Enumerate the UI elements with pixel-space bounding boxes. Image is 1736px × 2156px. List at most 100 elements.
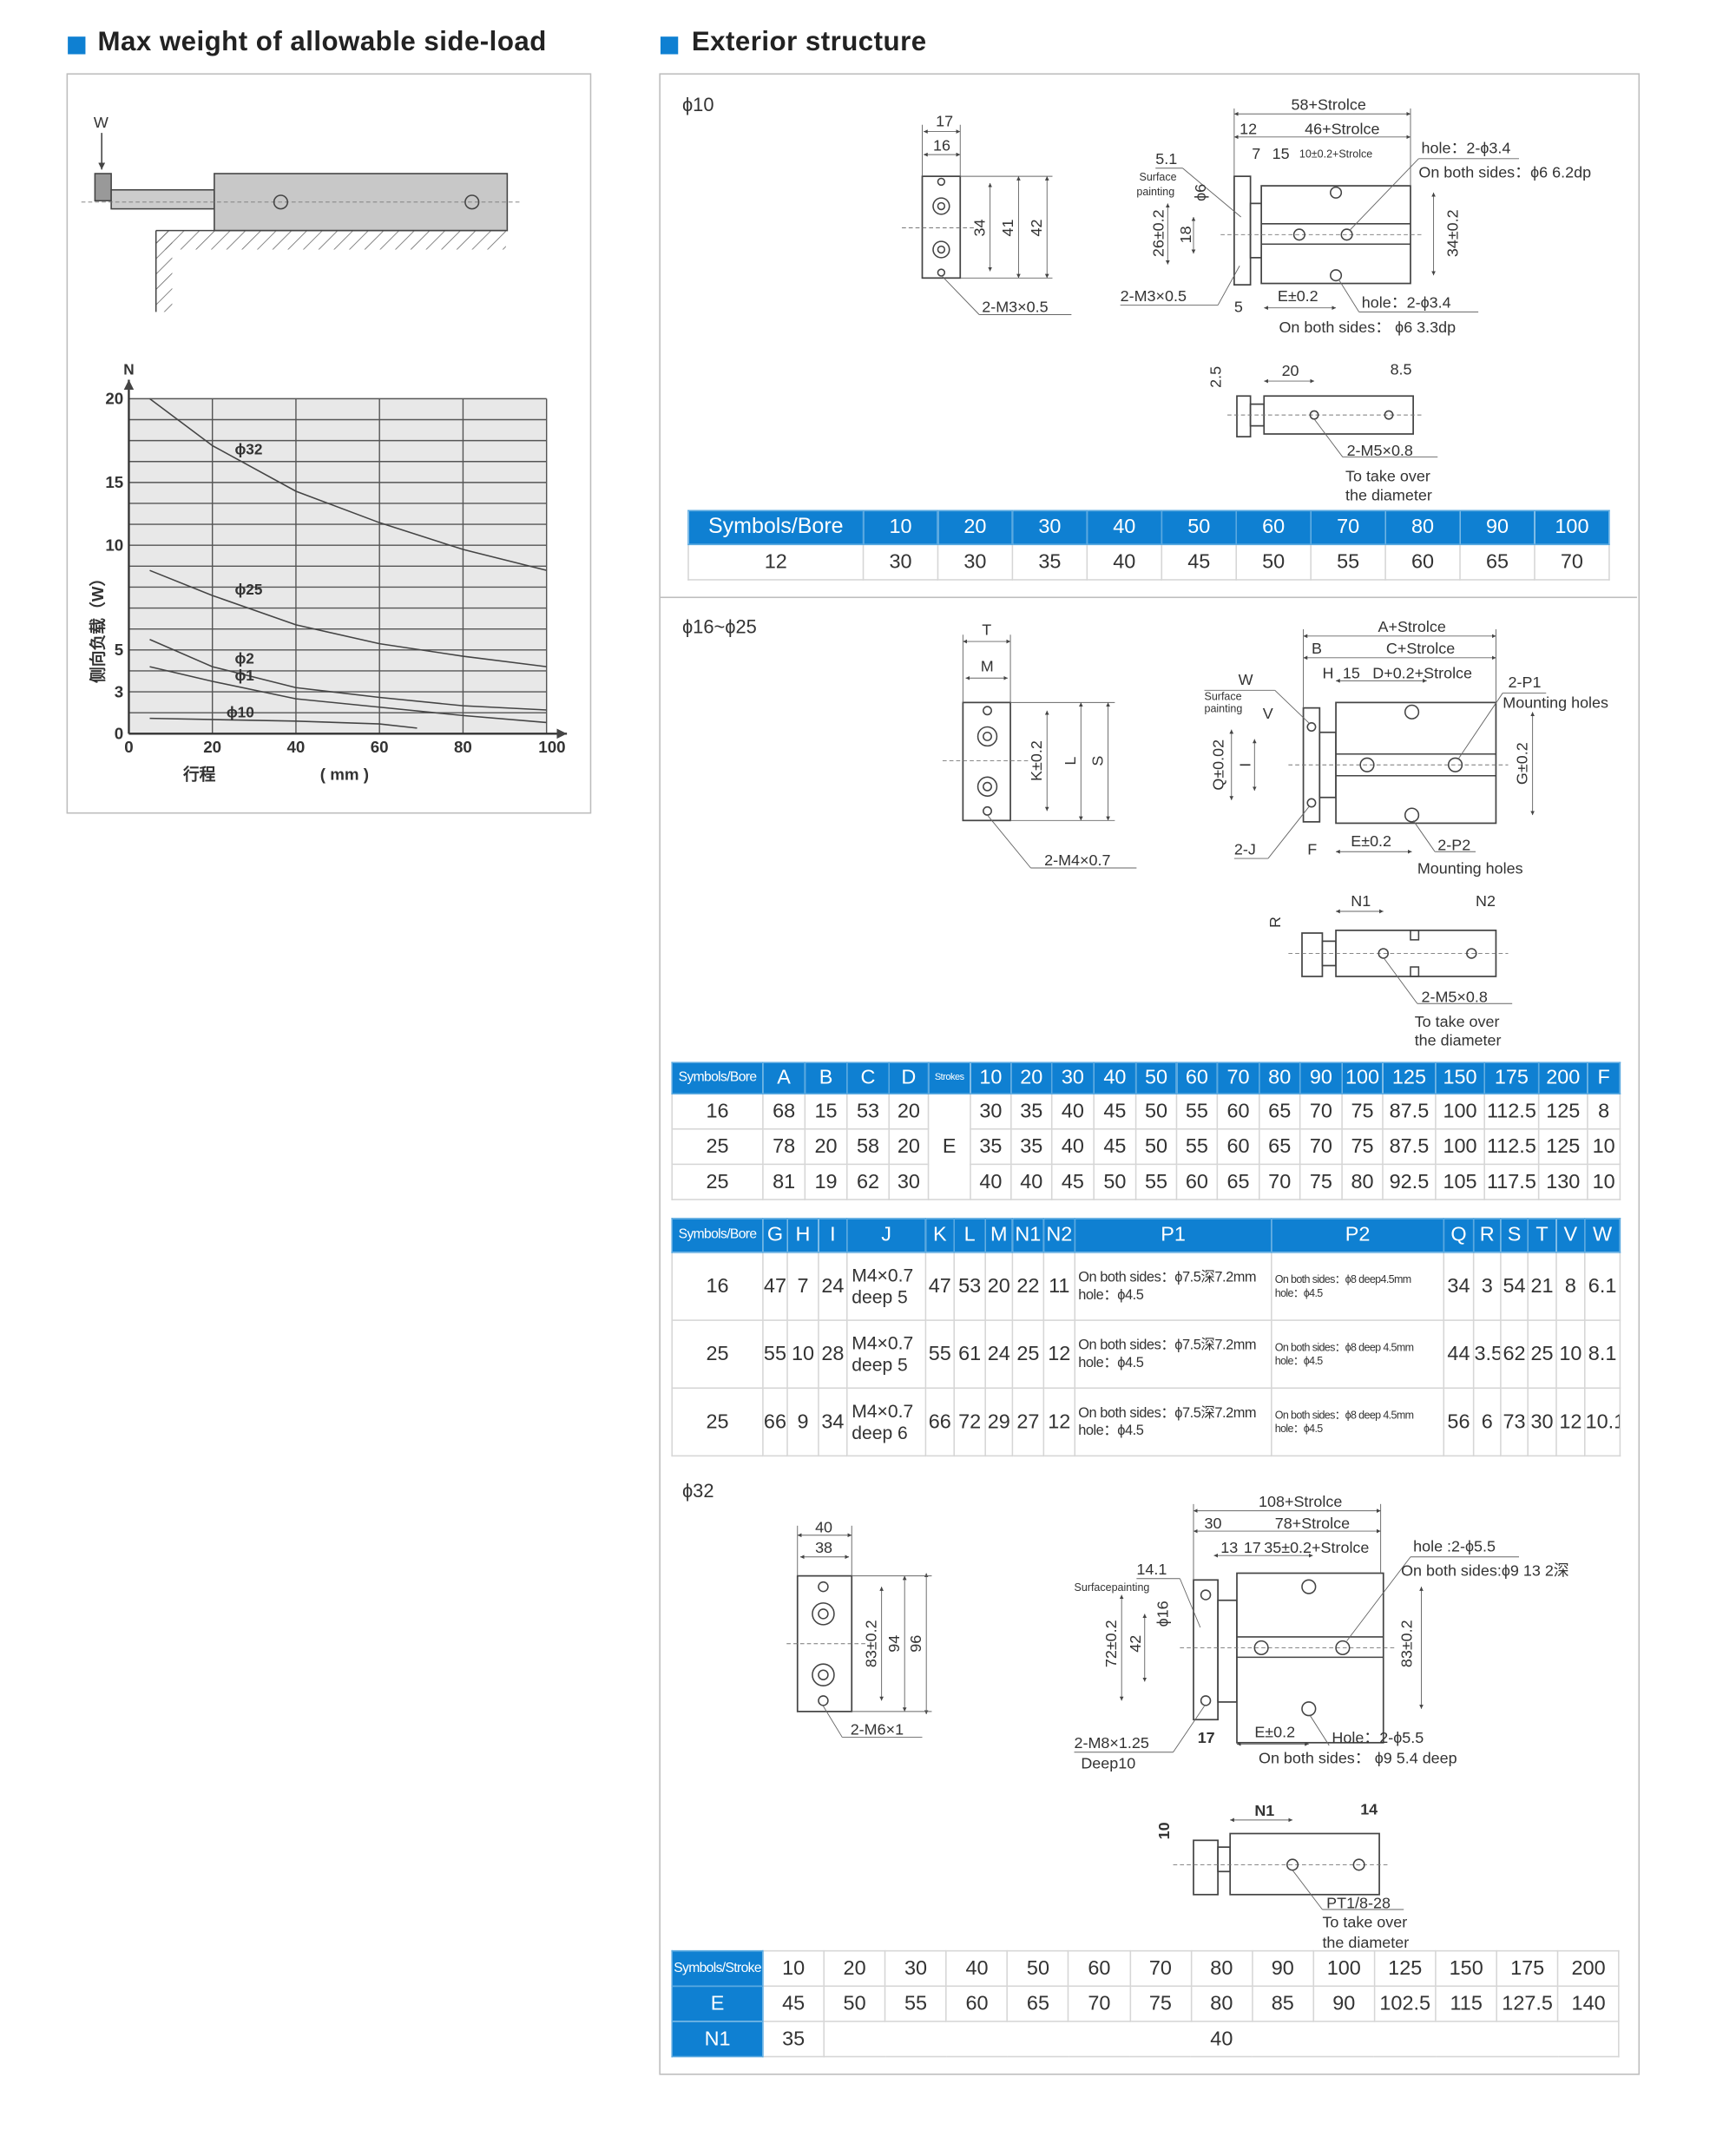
dim-label: 42	[1028, 220, 1045, 237]
surface-note: Surface	[1140, 171, 1177, 183]
column-header: 30	[884, 1949, 948, 1988]
hole-callout: On both sides： ϕ6 3.3dp	[1279, 319, 1456, 336]
dim-label: 14	[1360, 1801, 1378, 1818]
table-cell: 117.5	[1483, 1163, 1540, 1200]
column-header: V	[1555, 1218, 1586, 1253]
table-cell: 10	[1587, 1128, 1621, 1166]
table-cell: 40	[970, 1163, 1012, 1200]
dim-label: 12	[1240, 121, 1257, 138]
table-cell: 87.5	[1382, 1093, 1437, 1130]
table-cell: 47	[924, 1252, 955, 1321]
dim-label: I	[1237, 763, 1254, 767]
table-cell: 53	[846, 1093, 890, 1130]
series-line-phi25	[149, 569, 547, 667]
table-cell: 40	[823, 2021, 1621, 2058]
column-header: N2	[1042, 1218, 1076, 1253]
column-header: P1	[1074, 1218, 1272, 1253]
table-cell: 10	[1555, 1319, 1586, 1389]
table-cell: 55	[1175, 1093, 1219, 1130]
column-header: 50	[1161, 509, 1237, 546]
table-cell: 50	[1235, 543, 1312, 581]
table-cell: 75	[1341, 1093, 1384, 1130]
table-cell: 65	[1259, 1093, 1301, 1130]
column-header: 90	[1459, 509, 1535, 546]
table-cell: 35	[762, 2021, 825, 2058]
table-cell: On both sides：ϕ8 deep 4.5mm hole：ϕ4.5	[1271, 1387, 1445, 1457]
column-header: 100	[1341, 1062, 1384, 1094]
table-cell: 53	[953, 1252, 986, 1321]
table-cell: M4×0.7 deep 6	[846, 1387, 927, 1457]
table-cell: 54	[1500, 1252, 1529, 1321]
table-cell: 125	[1537, 1093, 1588, 1130]
x-tick-label: 80	[454, 738, 472, 756]
table-cell: 55	[924, 1319, 955, 1389]
dim-label: A+Strolce	[1378, 618, 1446, 635]
note: the diameter	[1345, 487, 1432, 504]
column-header: 90	[1251, 1949, 1314, 1988]
dim-label: 17	[1244, 1539, 1261, 1556]
dim-label: 8.5	[1391, 360, 1412, 378]
table-cell: 125	[1537, 1128, 1588, 1166]
table-cell: 60	[1175, 1163, 1219, 1200]
bore16-label: ϕ16~ϕ25	[682, 616, 757, 638]
dim-label: 41	[999, 220, 1016, 237]
thread-callout: 2-J	[1234, 840, 1256, 858]
section-divider	[660, 596, 1637, 599]
dim-label: 83±0.2	[862, 1620, 879, 1667]
table-cell: 50	[823, 1985, 886, 2022]
column-header: R	[1472, 1218, 1502, 1253]
dim-label: Q±0.02	[1209, 739, 1226, 791]
thread-callout: 2-M5×0.8	[1422, 989, 1488, 1006]
thread-callout: 2-M4×0.7	[1044, 851, 1110, 869]
table-cell: 47	[762, 1252, 788, 1321]
table-cell: 40	[1050, 1128, 1095, 1166]
table-cell: 10.1	[1584, 1387, 1621, 1457]
dim-label: 17	[936, 112, 953, 129]
column-header: 175	[1483, 1062, 1540, 1094]
row-header: E	[671, 1985, 764, 2022]
dim-label: 20	[1282, 362, 1299, 379]
table-cell: 62	[1500, 1319, 1529, 1389]
table-cell: 9	[786, 1387, 819, 1457]
table-cell: 55	[1310, 543, 1386, 581]
series-line-phi32	[149, 398, 547, 571]
dim-label: 15	[1272, 145, 1290, 162]
dim-label: 35±0.2+Strolce	[1264, 1539, 1369, 1556]
column-header: 10	[970, 1062, 1012, 1094]
dim-label: 14.1	[1136, 1561, 1167, 1578]
bore10-drawing: ϕ10 17 16 34 41 42 2-M3×0.5	[682, 94, 1591, 503]
section-marker-icon	[660, 36, 679, 55]
column-header: 150	[1435, 1062, 1485, 1094]
dim-label: D+0.2+Strolce	[1372, 664, 1472, 681]
column-header: 125	[1382, 1062, 1437, 1094]
note: the diameter	[1415, 1032, 1502, 1049]
column-header: 20	[1010, 1062, 1053, 1094]
table-cell: 12	[687, 543, 865, 581]
hole-callout: Mounting holes	[1503, 694, 1608, 712]
table-cell: 16	[671, 1093, 764, 1130]
column-header: 50	[1006, 1949, 1069, 1988]
table-cell: 75	[1128, 1985, 1192, 2022]
column-header: 10	[862, 509, 939, 546]
y-tick-label: 15	[105, 473, 123, 491]
table-cell: 80	[1190, 1985, 1253, 2022]
note: To take over	[1322, 1913, 1407, 1930]
column-header: 20	[823, 1949, 886, 1988]
dim-label: 5.1	[1155, 150, 1177, 168]
table-cell: 65	[1259, 1128, 1301, 1166]
dim-label: 72±0.2	[1102, 1620, 1120, 1667]
table-cell: 40	[1050, 1093, 1095, 1130]
table-cell: 65	[1459, 543, 1535, 581]
column-header: 40	[1086, 509, 1163, 546]
table-cell: 12	[1555, 1387, 1586, 1457]
